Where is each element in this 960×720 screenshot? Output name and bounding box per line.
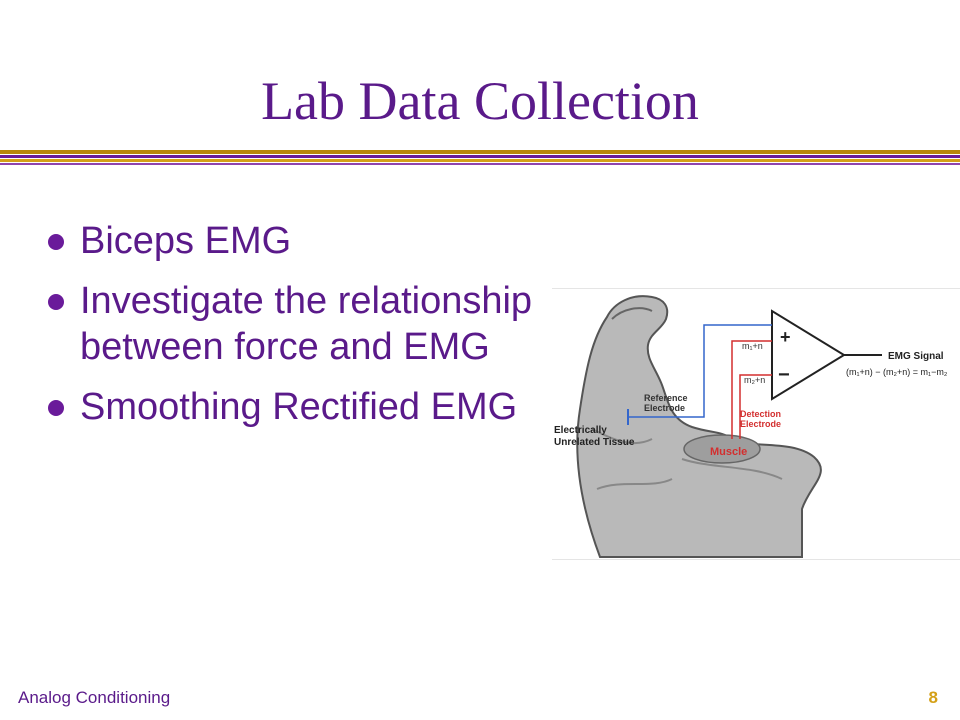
title-rule bbox=[0, 150, 960, 154]
m2-label: m₂+n bbox=[744, 375, 765, 385]
title-rule bbox=[0, 155, 960, 158]
unrelated-tissue-label: Electrically bbox=[554, 425, 607, 436]
slide-title: Lab Data Collection bbox=[261, 71, 699, 131]
plus-label: + bbox=[780, 327, 791, 347]
bullet-dot-icon bbox=[48, 294, 64, 310]
muscle-label: Muscle bbox=[710, 446, 747, 458]
title-rule bbox=[0, 159, 960, 162]
detection-electrode-label: Detection bbox=[740, 409, 781, 419]
bullet-dot-icon bbox=[48, 400, 64, 416]
detection-wire-2 bbox=[739, 374, 772, 439]
bullet-item: Smoothing Rectified EMG bbox=[44, 384, 534, 430]
title-rule bbox=[0, 163, 960, 165]
emg-diagram: + − EMG Signal (m₁+n) − (m₂+n) = m₁−m₂ m… bbox=[552, 288, 960, 560]
detection-wire-1 bbox=[731, 340, 772, 439]
detection-electrode-label: Electrode bbox=[740, 419, 781, 429]
reference-electrode-label: Reference bbox=[644, 393, 688, 403]
emg-diagram-svg: + − EMG Signal (m₁+n) − (m₂+n) = m₁−m₂ m… bbox=[554, 295, 948, 558]
bullet-item: Biceps EMG bbox=[44, 218, 534, 264]
bullet-text: Investigate the relationship between for… bbox=[80, 280, 533, 368]
m1-label: m₁+n bbox=[742, 341, 763, 351]
reference-electrode-label: Electrode bbox=[644, 403, 685, 413]
bullet-item: Investigate the relationship between for… bbox=[44, 278, 534, 370]
footer-title: Analog Conditioning bbox=[18, 688, 171, 707]
emg-signal-label: EMG Signal bbox=[888, 351, 944, 362]
flexed-arm-illustration bbox=[576, 295, 822, 558]
unrelated-tissue-label: Unrelated Tissue bbox=[554, 437, 635, 448]
bullet-list: Biceps EMG Investigate the relationship … bbox=[44, 218, 534, 444]
reference-wire bbox=[628, 324, 772, 418]
amplifier-icon bbox=[771, 309, 846, 401]
bullet-text: Smoothing Rectified EMG bbox=[80, 386, 518, 428]
bullet-dot-icon bbox=[48, 234, 64, 250]
minus-label: − bbox=[778, 364, 790, 386]
bullet-text: Biceps EMG bbox=[80, 220, 292, 262]
page-number: 8 bbox=[928, 688, 938, 707]
equation-label: (m₁+n) − (m₂+n) = m₁−m₂ bbox=[846, 367, 948, 377]
